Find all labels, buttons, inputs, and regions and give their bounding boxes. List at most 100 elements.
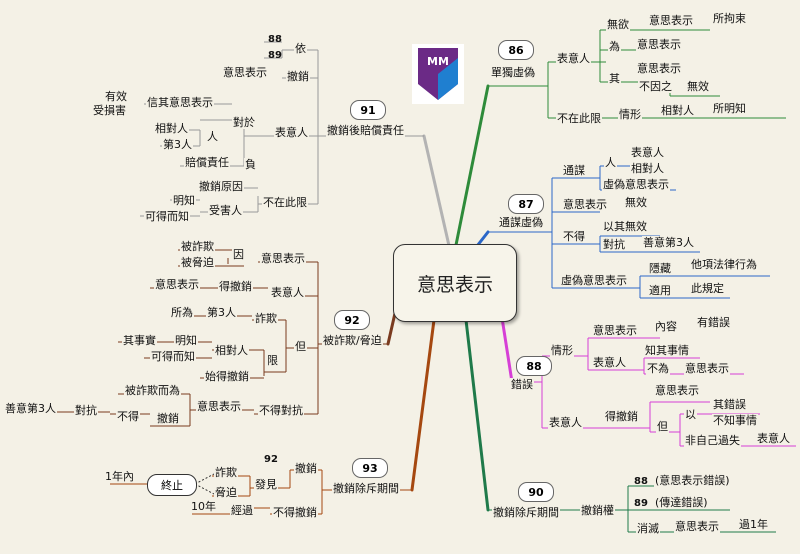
node-90-a[interactable]: 撤銷權 — [580, 504, 615, 517]
node-93-a1[interactable]: 發見 — [254, 478, 278, 491]
node-88-b4b[interactable]: 不知事情 — [712, 414, 758, 427]
node-92-d3[interactable]: 被詐欺而為 — [124, 384, 181, 397]
node-88-b4a[interactable]: 其錯誤 — [712, 398, 747, 411]
node-92-a[interactable]: 意思表示 — [260, 252, 306, 265]
node-93-a2[interactable]: 詐欺 — [214, 466, 238, 479]
node-92-title[interactable]: 被詐欺/脅迫 — [322, 334, 383, 347]
node-86-a3c[interactable]: 無效 — [686, 80, 710, 93]
node-87-title[interactable]: 通謀虛偽 — [498, 216, 544, 229]
node-92-d1[interactable]: 意思表示 — [196, 400, 242, 413]
node-92-a1[interactable]: 因 — [232, 248, 245, 261]
node-86-a3b[interactable]: 不因之 — [638, 80, 673, 93]
node-92-c2[interactable]: 第3人 — [206, 306, 237, 319]
node-88-a1a[interactable]: 內容 — [654, 320, 678, 333]
node-92-d[interactable]: 不得對抗 — [258, 404, 304, 417]
node-87-a2[interactable]: 虛偽意思表示 — [602, 178, 670, 191]
node-91-d1[interactable]: 撤銷原因 — [198, 180, 244, 193]
node-86-a2[interactable]: 為 — [608, 40, 621, 53]
node-87-a[interactable]: 通謀 — [562, 164, 586, 177]
node-87-c1[interactable]: 以其無效 — [602, 220, 648, 233]
node-88-b1[interactable]: 得撤銷 — [604, 410, 639, 423]
node-92-d5[interactable]: 對抗 — [74, 404, 98, 417]
node-92-c[interactable]: 但 — [294, 340, 307, 353]
node-93-b[interactable]: 不得撤銷 — [272, 506, 318, 519]
node-93-a[interactable]: 撤銷 — [294, 462, 318, 475]
node-91-b[interactable]: 撤銷 — [286, 70, 310, 83]
node-86-a3[interactable]: 其 — [608, 72, 621, 85]
node-87-d[interactable]: 虛偽意思表示 — [560, 274, 628, 287]
node-87-d2a[interactable]: 此規定 — [690, 282, 725, 295]
node-91-c3[interactable]: 有效 — [104, 90, 128, 103]
node-91-d4[interactable]: 可得而知 — [144, 210, 190, 223]
node-92-c9[interactable]: 始得撤銷 — [204, 370, 250, 383]
node-92-d6[interactable]: 善意第3人 — [4, 402, 57, 415]
node-88-a2b[interactable]: 不為 — [646, 362, 670, 375]
node-86-b2[interactable]: 相對人 — [660, 104, 695, 117]
node-90-a1[interactable]: (意思表示錯誤) — [654, 474, 731, 487]
central-topic[interactable]: 意思表示 — [393, 244, 517, 322]
node-91-c4[interactable]: 受損害 — [92, 104, 127, 117]
node-91-c1[interactable]: 對於 — [232, 116, 256, 129]
node-87-a1[interactable]: 人 — [604, 156, 617, 169]
node-92-d4[interactable]: 不得 — [116, 410, 140, 423]
node-91-d[interactable]: 不在此限 — [262, 196, 308, 209]
node-91-c2[interactable]: 信其意思表示 — [146, 96, 214, 109]
node-87-b[interactable]: 意思表示 — [562, 198, 608, 211]
node-91-c7[interactable]: 第3人 — [162, 138, 193, 151]
node-92-c4[interactable]: 限 — [266, 354, 279, 367]
node-92-b[interactable]: 表意人 — [270, 286, 305, 299]
node-90-a3b[interactable]: 過1年 — [738, 518, 769, 531]
node-86-a1[interactable]: 無欲 — [606, 18, 630, 31]
node-91-c9[interactable]: 賠償責任 — [184, 156, 230, 169]
node-88-b4[interactable]: 以 — [684, 408, 697, 421]
node-88-a2[interactable]: 表意人 — [592, 356, 627, 369]
node-87-d1a[interactable]: 他項法律行為 — [690, 258, 758, 271]
node-88-b6[interactable]: 表意人 — [756, 432, 791, 445]
node-88-title[interactable]: 錯誤 — [510, 378, 534, 391]
node-87-d1[interactable]: 隱藏 — [648, 262, 672, 275]
node-92-b2[interactable]: 意思表示 — [154, 278, 200, 291]
node-91-c[interactable]: 表意人 — [274, 126, 309, 139]
node-92-c1[interactable]: 詐欺 — [254, 312, 278, 325]
node-86-title[interactable]: 單獨虛偽 — [490, 66, 536, 79]
node-90-a2[interactable]: (傳達錯誤) — [654, 496, 709, 509]
node-92-d2[interactable]: 撤銷 — [156, 412, 180, 425]
node-87-c3[interactable]: 善意第3人 — [642, 236, 695, 249]
node-87-d2[interactable]: 適用 — [648, 284, 672, 297]
node-91-d2[interactable]: 受害人 — [208, 204, 243, 217]
node-88-b2[interactable]: 意思表示 — [654, 384, 700, 397]
node-90-a3a[interactable]: 意思表示 — [674, 520, 720, 533]
node-92-c6[interactable]: 明知 — [174, 334, 198, 347]
node-87-a1a[interactable]: 表意人 — [630, 146, 665, 159]
node-86-a1b[interactable]: 所拘束 — [712, 12, 747, 25]
node-91-c8[interactable]: 負 — [244, 158, 257, 171]
node-88-b5[interactable]: 非自己過失 — [684, 434, 741, 447]
node-92-b1[interactable]: 得撤銷 — [218, 280, 253, 293]
node-92-a3[interactable]: 被脅迫 — [180, 256, 215, 269]
node-88-a1[interactable]: 意思表示 — [592, 324, 638, 337]
node-91-d3[interactable]: 明知 — [172, 194, 196, 207]
node-86-a[interactable]: 表意人 — [556, 52, 591, 65]
node-92-c7[interactable]: 其事實 — [122, 334, 157, 347]
node-90-title[interactable]: 撤銷除斥期間 — [492, 506, 560, 519]
node-88-b[interactable]: 表意人 — [548, 416, 583, 429]
node-93-a5[interactable]: 1年內 — [104, 470, 135, 483]
node-91-c6[interactable]: 相對人 — [154, 122, 189, 135]
node-87-a1b[interactable]: 相對人 — [630, 162, 665, 175]
node-92-a2[interactable]: 被詐欺 — [180, 240, 215, 253]
node-86-b1[interactable]: 情形 — [618, 108, 642, 121]
node-88-b3[interactable]: 但 — [656, 420, 669, 433]
node-91-title[interactable]: 撤銷後賠償責任 — [326, 124, 405, 137]
node-92-c3[interactable]: 所為 — [170, 306, 194, 319]
node-87-b1[interactable]: 無效 — [624, 196, 648, 209]
node-92-c5[interactable]: 相對人 — [214, 344, 249, 357]
node-91-b1[interactable]: 意思表示 — [222, 66, 268, 79]
node-86-a3a[interactable]: 意思表示 — [636, 62, 682, 75]
node-90-a3[interactable]: 消滅 — [636, 522, 660, 535]
node-88-a2c[interactable]: 意思表示 — [684, 362, 730, 375]
node-87-c2[interactable]: 對抗 — [602, 238, 626, 251]
node-86-a1a[interactable]: 意思表示 — [648, 14, 694, 27]
node-92-c8[interactable]: 可得而知 — [150, 350, 196, 363]
node-93-b2[interactable]: 10年 — [190, 500, 217, 513]
node-93-a4[interactable]: 終止 — [147, 474, 197, 496]
